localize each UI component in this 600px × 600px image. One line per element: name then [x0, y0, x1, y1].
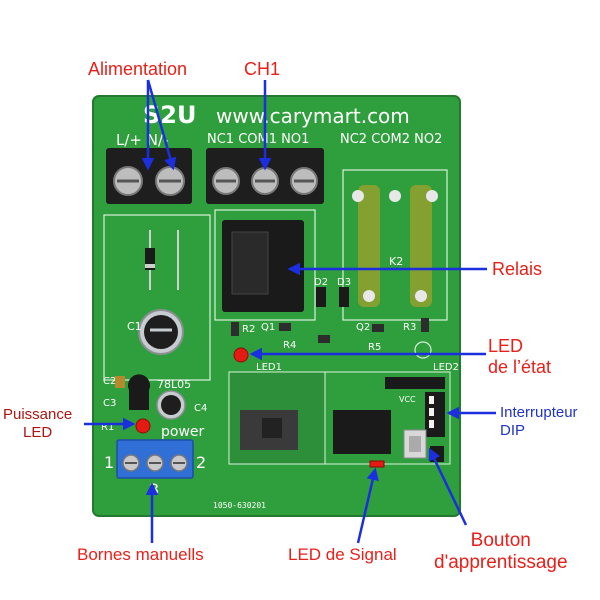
r5-silk: R5	[368, 342, 381, 353]
power-terminal-silk: L/+ N/-	[116, 131, 168, 149]
silk-outline-power-section	[103, 214, 211, 381]
q1-silk: Q1	[261, 322, 275, 333]
capacitor-c1: C1	[127, 309, 184, 355]
arrow-led-signal	[356, 467, 379, 544]
callout-interrupteur-line2: DIP	[500, 422, 526, 439]
silk-outline-k2	[342, 169, 448, 321]
serial-silk: 1050-630201	[213, 501, 266, 510]
chip-mid	[318, 335, 330, 343]
r2-silk: R2	[242, 324, 255, 335]
c3-silk: C3	[103, 398, 116, 409]
callout-bouton-apprentissage: Bouton d'apprentissage	[434, 530, 568, 574]
receiver-module	[228, 371, 326, 465]
resistor-r2	[231, 322, 239, 336]
silk-outline-relay	[214, 209, 316, 321]
power-led	[135, 418, 151, 434]
k2-silk: K2	[389, 255, 403, 268]
resistor-r3	[421, 318, 429, 332]
c2-silk: C2	[103, 376, 116, 387]
signal-led	[369, 460, 385, 468]
board-url-text: www.carymart.com	[216, 104, 410, 128]
d2-silk: D2	[314, 277, 328, 288]
ch1-terminal-silk: NC1 COM1 NO1	[207, 132, 309, 147]
transistor-q1	[279, 323, 291, 331]
relay-k1	[222, 220, 304, 312]
d3-silk: D3	[337, 277, 351, 288]
ch1-terminal-block	[206, 148, 324, 204]
callout-puissance-line1: Puissance	[3, 406, 73, 423]
transistor-q2	[372, 324, 384, 332]
manual-terminal-block	[116, 439, 194, 479]
callout-alimentation: Alimentation	[88, 59, 188, 79]
arrow-alimentation-right	[146, 79, 177, 171]
q2-silk: Q2	[356, 322, 370, 333]
callout-puissance-line2: LED	[23, 424, 53, 441]
callout-ch1: CH1	[244, 59, 281, 79]
callout-led-etat-line1: LED	[488, 336, 524, 356]
arrow-bouton	[428, 447, 468, 526]
callout-interrupteur-dip: Interrupteur DIP	[500, 404, 578, 440]
pin-header	[385, 377, 445, 389]
status-led	[233, 347, 249, 363]
manual-silk-1: 1	[104, 453, 114, 472]
power-silk: power	[161, 424, 205, 440]
logic-section: VCC	[324, 371, 451, 465]
callout-led-etat: LED de l’état	[488, 336, 551, 378]
k2-pads: K2	[352, 185, 438, 307]
callout-puissance-led: Puissance LED	[3, 406, 72, 442]
callout-bornes-manuells: Bornes manuells	[77, 545, 204, 564]
r4-silk: R4	[283, 340, 296, 351]
callout-led-signal: LED de Signal	[288, 545, 397, 564]
reg-silk: 78L05	[157, 378, 191, 391]
vcc-silk: VCC	[399, 395, 416, 404]
led2-silk: LED2	[433, 362, 459, 373]
diode-d1	[145, 230, 179, 290]
main-ic	[333, 410, 391, 454]
callout-interrupteur-line1: Interrupteur	[500, 404, 578, 421]
capacitor-c2	[115, 376, 125, 388]
diode-d3	[339, 287, 349, 307]
led2-pad	[414, 341, 432, 359]
dip-switch	[425, 392, 445, 437]
capacitor-c4	[156, 390, 186, 420]
manual-silk-3: 3	[149, 480, 159, 499]
board-model-text: S2U	[143, 101, 196, 129]
led1-silk: LED1	[256, 362, 282, 373]
regulator-78l05	[128, 374, 150, 410]
ch2-terminal-silk: NC2 COM2 NO2	[340, 132, 442, 147]
manual-silk-2: 2	[196, 453, 206, 472]
callout-bouton-line1: Bouton	[470, 530, 531, 551]
callout-bouton-line2: d'apprentissage	[434, 552, 568, 573]
r1-silk: R1	[101, 422, 114, 433]
callout-relais: Relais	[492, 259, 543, 279]
c1-silk: C1	[127, 320, 142, 333]
r3-silk: R3	[403, 322, 416, 333]
diode-d2	[316, 287, 326, 307]
callout-led-etat-line2: de l’état	[488, 357, 552, 377]
c4-silk: C4	[194, 403, 207, 414]
